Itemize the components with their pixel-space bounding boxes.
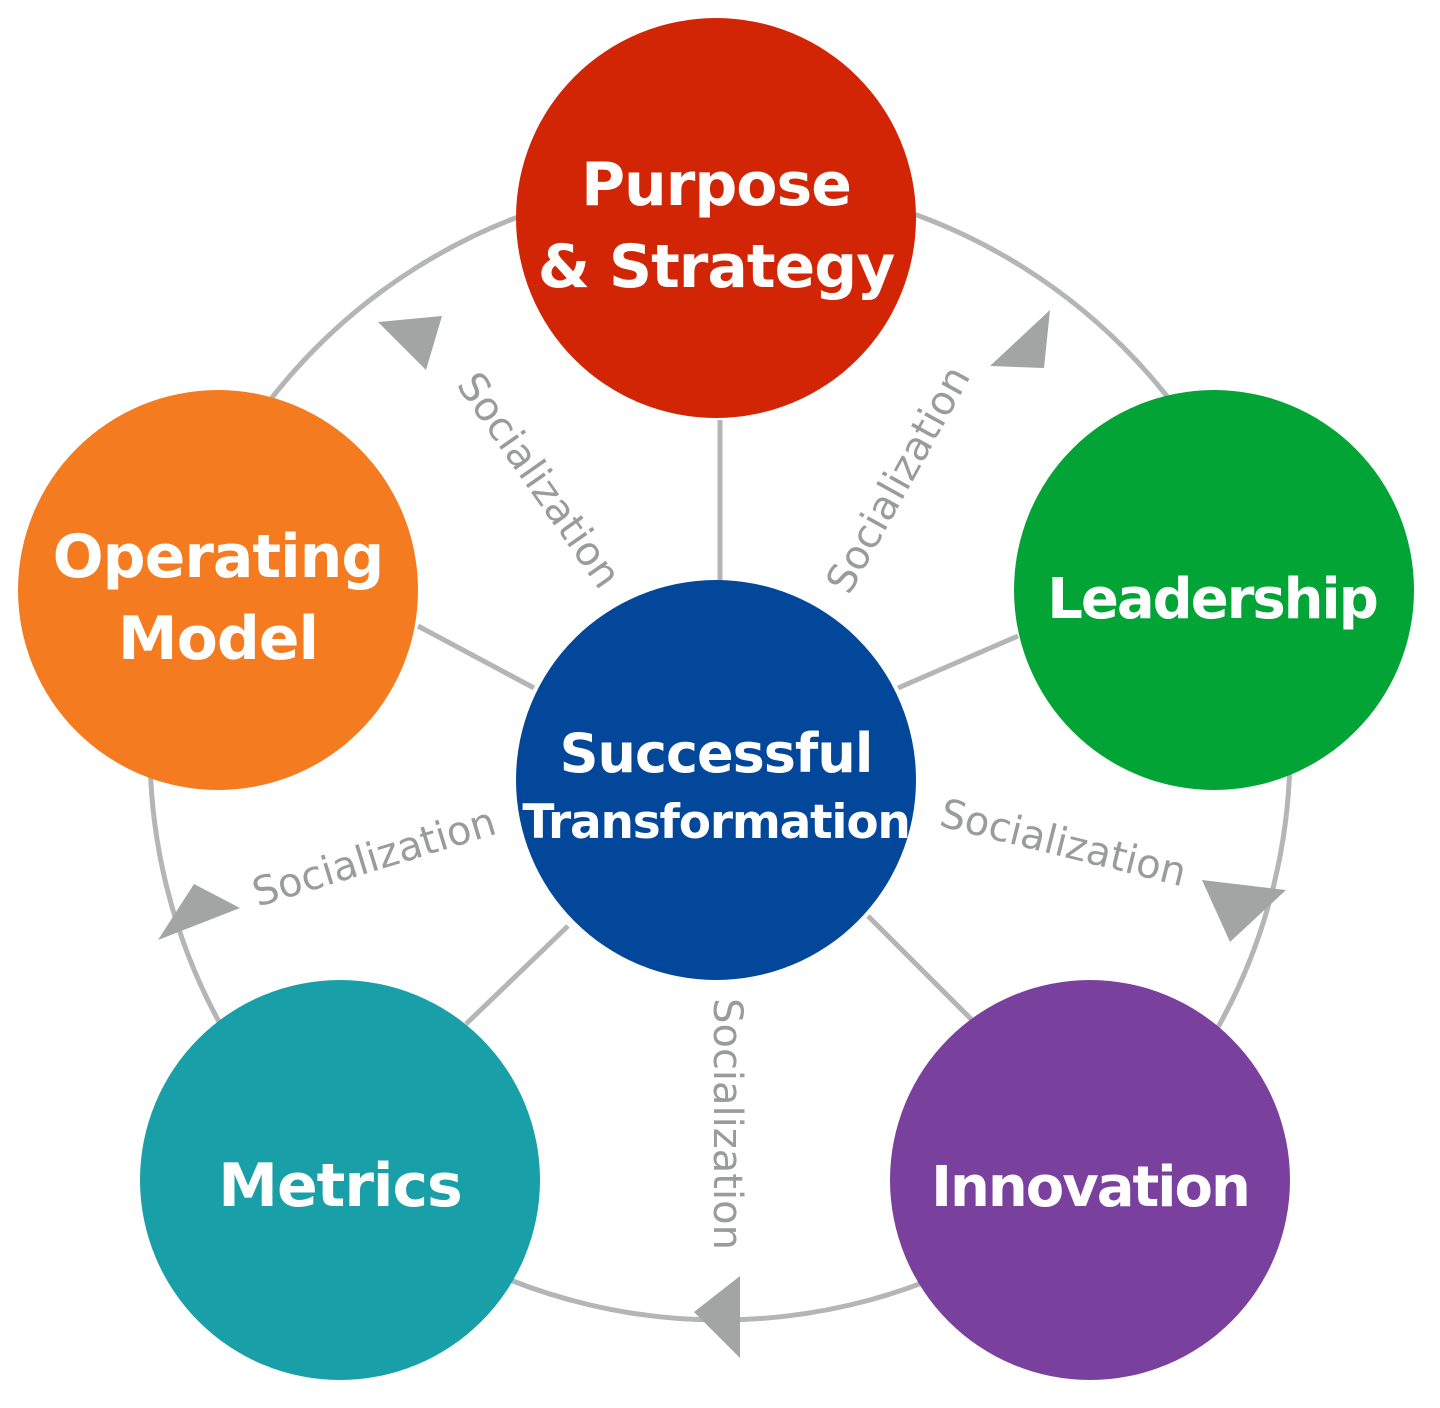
spoke-innovation <box>866 914 976 1024</box>
spoke-operating-model <box>416 623 536 691</box>
spoke-leadership <box>897 633 1019 691</box>
node-label-line1: Leadership <box>1047 567 1377 632</box>
node-circle <box>516 18 916 418</box>
node-purpose-strategy: Purpose & Strategy <box>516 18 916 418</box>
node-label-line1: Innovation <box>931 1155 1249 1220</box>
node-circle <box>140 980 540 1380</box>
node-operating-model: Operating Model <box>18 390 418 790</box>
spokes <box>416 420 1019 1026</box>
node-circle <box>1014 390 1414 790</box>
center-label-line1: Successful <box>560 722 873 785</box>
cycle-arrows <box>158 310 1286 1358</box>
node-circle <box>890 980 1290 1380</box>
connector-label-operating-to-purpose: Socialization <box>448 364 630 597</box>
node-label-line2: Model <box>118 604 318 674</box>
node-label-line1: Operating <box>53 522 384 592</box>
node-label-line1: Purpose <box>581 150 851 220</box>
center-circle <box>516 580 916 980</box>
arrow-icon <box>990 310 1050 368</box>
node-metrics: Metrics <box>140 980 540 1380</box>
arrow-icon <box>694 1276 740 1358</box>
connector-label-purpose-to-leadership: Socialization <box>817 358 979 601</box>
arrow-icon <box>158 884 240 940</box>
center-label-line2: Transformation <box>522 795 909 850</box>
node-label-line2: & Strategy <box>538 232 896 302</box>
node-successful-transformation: Successful Transformation <box>516 580 916 980</box>
node-innovation: Innovation <box>890 980 1290 1380</box>
node-circle <box>18 390 418 790</box>
node-leadership: Leadership <box>1014 390 1414 790</box>
node-label-line1: Metrics <box>218 1151 462 1221</box>
connector-label-leadership-to-innovation: Socialization <box>935 791 1190 897</box>
spoke-metrics <box>464 924 570 1026</box>
arrow-icon <box>378 316 442 370</box>
connector-label-metrics-to-operating: Socialization <box>247 799 501 917</box>
connector-label-innovation-to-metrics: Socialization <box>704 998 750 1250</box>
arrow-icon <box>1202 880 1286 942</box>
